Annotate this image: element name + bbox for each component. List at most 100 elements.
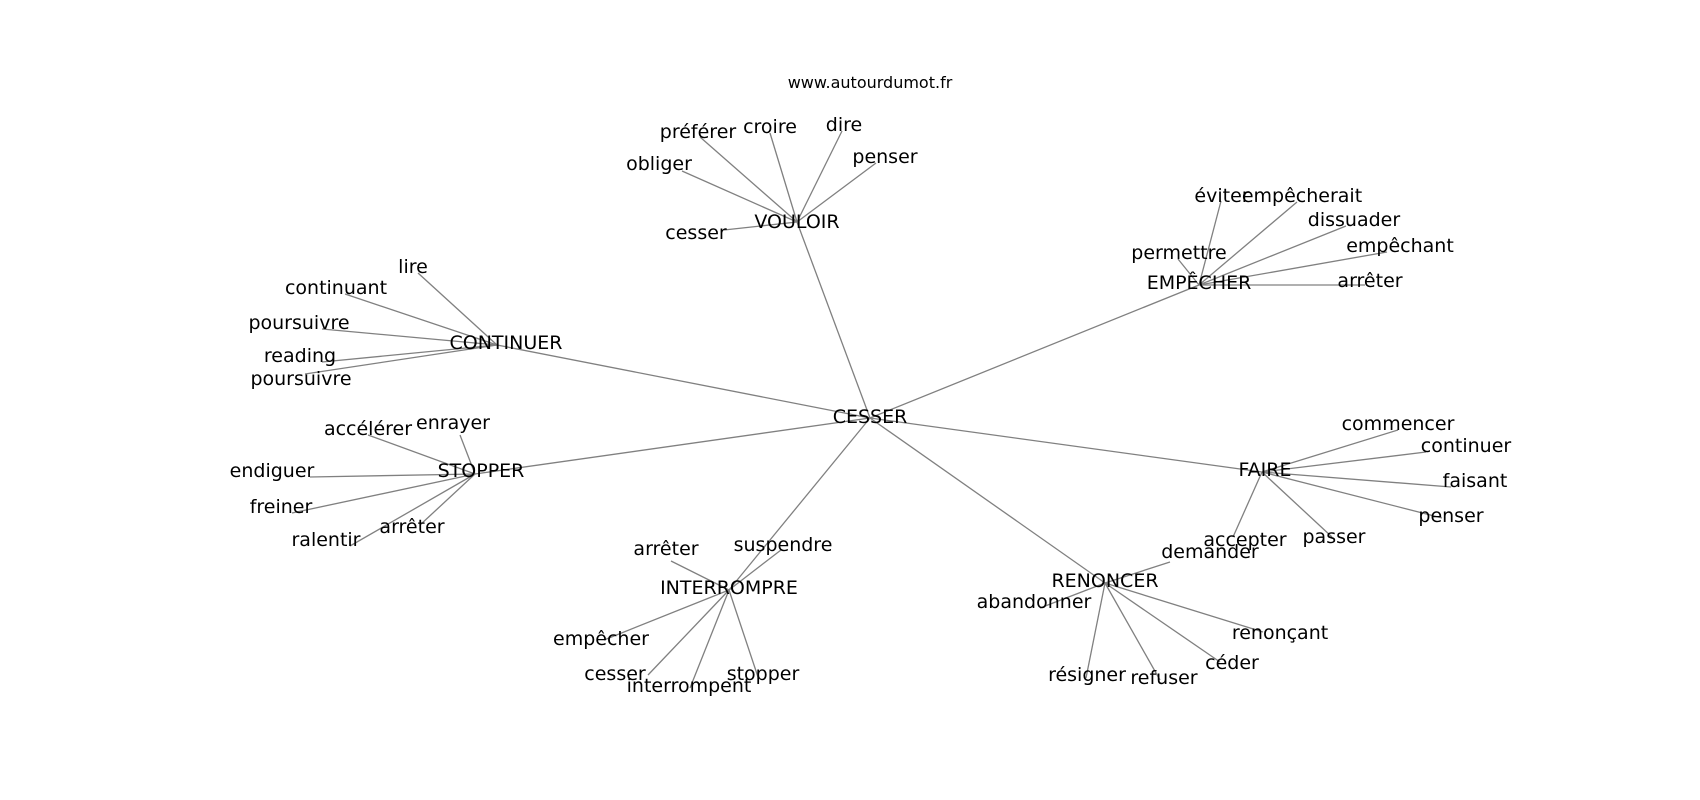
edge-vouloir-leaf-5 — [796, 162, 877, 223]
edge-renoncer-leaf-4 — [1104, 582, 1161, 681]
edge-interrompre-leaf-1 — [728, 549, 782, 591]
edge-interrompre-leaf-4 — [689, 589, 730, 689]
edge-center-empecher — [869, 284, 1200, 419]
leaf-node-stopper-2: endiguer — [230, 460, 315, 482]
edge-vouloir-leaf-4 — [796, 130, 843, 223]
hub-node-stopper: STOPPER — [438, 460, 525, 482]
hub-node-interrompre: INTERROMPRE — [660, 577, 798, 599]
edge-faire-leaf-1 — [1261, 451, 1427, 473]
leaf-node-stopper-0: accélérer — [324, 418, 412, 440]
edge-empecher-leaf-3 — [1177, 258, 1200, 286]
edge-vouloir-leaf-0 — [723, 221, 798, 231]
leaf-node-continuer-4: poursuivre — [250, 368, 351, 390]
leaf-node-stopper-3: freiner — [250, 496, 313, 518]
leaf-node-renoncer-0: demander — [1161, 541, 1259, 563]
edge-stopper-leaf-1 — [459, 434, 476, 475]
leaf-node-continuer-0: lire — [398, 256, 428, 278]
leaf-node-renoncer-1: abandonner — [977, 591, 1092, 613]
edge-center-continuer — [496, 344, 871, 419]
leaf-node-renoncer-3: céder — [1205, 652, 1259, 674]
leaf-node-empecher-2: dissuader — [1308, 209, 1401, 231]
leaf-node-interrompre-0: arrêter — [633, 538, 698, 560]
edge-renoncer-leaf-5 — [1085, 582, 1106, 679]
edge-empecher-leaf-2 — [1198, 225, 1347, 286]
edge-empecher-leaf-0 — [1198, 200, 1222, 286]
leaf-node-empecher-3: permettre — [1131, 242, 1226, 264]
leaf-node-vouloir-5: penser — [852, 146, 917, 168]
leaf-node-faire-4: passer — [1302, 526, 1365, 548]
edge-center-stopper — [474, 417, 871, 475]
edge-center-renoncer — [869, 417, 1106, 584]
edge-stopper-leaf-2 — [309, 473, 476, 478]
edge-continuer-leaf-1 — [344, 293, 498, 346]
leaf-node-vouloir-1: obliger — [626, 153, 692, 175]
edge-stopper-leaf-0 — [367, 434, 476, 475]
leaf-node-faire-5: accepter — [1203, 529, 1286, 551]
leaf-node-renoncer-5: résigner — [1048, 664, 1126, 686]
hub-node-faire: FAIRE — [1239, 459, 1292, 481]
leaf-node-faire-0: commencer — [1342, 413, 1455, 435]
edge-interrompre-leaf-3 — [647, 589, 730, 676]
edge-faire-leaf-4 — [1261, 471, 1333, 538]
leaf-node-vouloir-3: croire — [743, 116, 797, 138]
edge-renoncer-leaf-1 — [1039, 582, 1106, 609]
edge-continuer-leaf-4 — [304, 344, 498, 375]
edge-center-faire — [869, 417, 1263, 473]
graph-edges — [291, 130, 1452, 689]
edge-renoncer-leaf-2 — [1104, 582, 1264, 633]
hub-node-empecher: EMPÊCHER — [1147, 271, 1252, 294]
leaf-node-stopper-1: enrayer — [416, 412, 490, 434]
leaf-node-continuer-2: poursuivre — [248, 312, 349, 334]
edge-faire-leaf-2 — [1261, 471, 1452, 488]
leaf-node-empecher-0: éviter — [1194, 185, 1249, 207]
edge-faire-leaf-0 — [1261, 429, 1399, 473]
leaf-node-renoncer-2: renonçant — [1232, 622, 1328, 644]
leaf-node-faire-3: penser — [1418, 505, 1483, 527]
edge-interrompre-leaf-5 — [728, 589, 759, 678]
leaf-node-faire-2: faisant — [1443, 470, 1508, 492]
edge-center-vouloir — [796, 221, 871, 419]
leaf-node-interrompre-2: empêcher — [553, 628, 649, 650]
leaf-node-interrompre-5: stopper — [727, 663, 800, 685]
leaf-node-stopper-5: arrêter — [379, 516, 444, 538]
graph-labels: www.autourdumot.fr CESSER VOULOIR cesser ob… — [230, 73, 1512, 697]
leaf-node-empecher-1: empêcherait — [1242, 185, 1362, 207]
leaf-node-empecher-4: empêchant — [1346, 235, 1454, 257]
edge-empecher-leaf-1 — [1198, 201, 1298, 286]
leaf-node-faire-1: continuer — [1421, 435, 1512, 457]
leaf-node-continuer-1: continuant — [285, 277, 387, 299]
hub-node-renoncer: RENONCER — [1051, 570, 1158, 592]
leaf-node-vouloir-4: dire — [826, 114, 862, 136]
edge-stopper-leaf-4 — [349, 473, 476, 547]
edge-continuer-leaf-3 — [321, 344, 498, 363]
leaf-node-continuer-3: reading — [264, 345, 336, 367]
edge-renoncer-leaf-3 — [1104, 582, 1221, 663]
edge-interrompre-leaf-0 — [670, 560, 730, 591]
leaf-node-interrompre-4: interrompent — [627, 675, 752, 697]
leaf-node-interrompre-1: suspendre — [734, 534, 833, 556]
hub-node-vouloir: VOULOIR — [754, 211, 839, 233]
edge-faire-leaf-3 — [1261, 471, 1443, 519]
hub-node-continuer: CONTINUER — [450, 332, 563, 354]
edge-continuer-leaf-0 — [417, 272, 498, 346]
leaf-node-renoncer-4: refuser — [1130, 667, 1197, 689]
edge-interrompre-leaf-2 — [603, 589, 730, 641]
edge-stopper-leaf-5 — [419, 473, 476, 526]
edge-vouloir-leaf-3 — [769, 132, 798, 223]
leaf-node-stopper-4: ralentir — [291, 529, 360, 551]
leaf-node-empecher-5: arrêter — [1337, 270, 1402, 292]
leaf-node-vouloir-0: cesser — [665, 222, 727, 244]
edge-center-interrompre — [728, 417, 871, 591]
edge-vouloir-leaf-1 — [681, 170, 798, 223]
edge-continuer-leaf-2 — [321, 328, 498, 346]
watermark-text: www.autourdumot.fr — [788, 73, 953, 92]
leaf-node-vouloir-2: préférer — [660, 121, 737, 143]
leaf-node-interrompre-3: cesser — [584, 663, 646, 685]
edge-stopper-leaf-3 — [291, 473, 476, 514]
center-node: CESSER — [833, 406, 908, 428]
edge-renoncer-leaf-0 — [1104, 561, 1171, 584]
edge-faire-leaf-5 — [1232, 471, 1263, 538]
edge-empecher-leaf-4 — [1198, 251, 1388, 286]
edge-vouloir-leaf-2 — [699, 136, 798, 223]
